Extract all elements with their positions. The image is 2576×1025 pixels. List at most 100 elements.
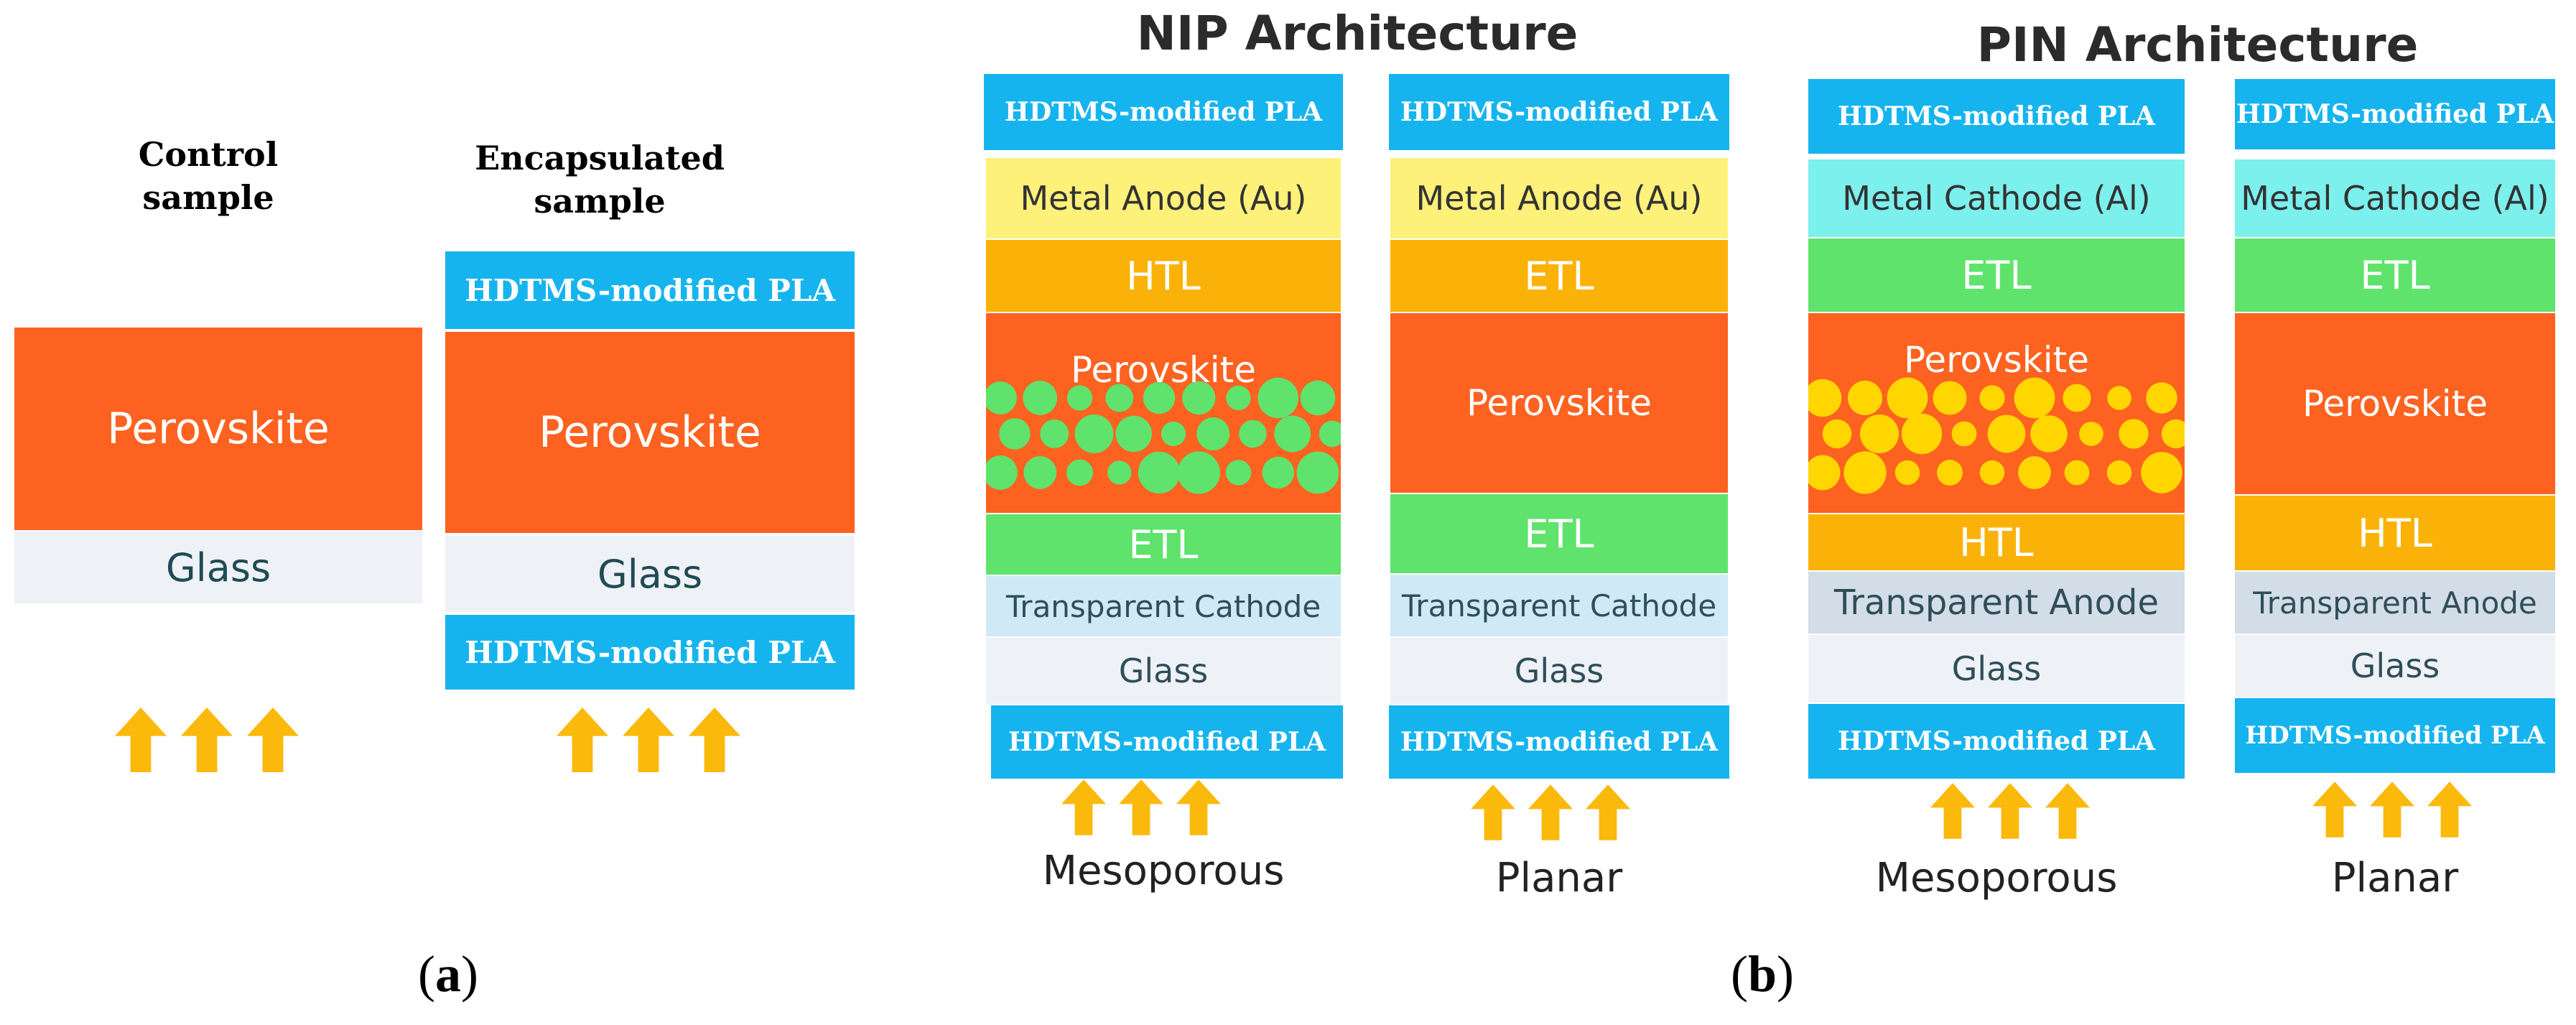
particle <box>1822 419 1852 449</box>
up-arrow-icon <box>2312 781 2357 838</box>
nip-planar-perovskite: Perovskite <box>1390 313 1728 493</box>
encapsulated-sample-label: Encapsulated sample <box>475 139 725 221</box>
particle <box>1951 421 1977 447</box>
encapsulated-light-arrows <box>557 708 740 772</box>
nip-meso-bottom-pla: HDTMS-modified PLA <box>991 705 1343 779</box>
particle <box>1161 421 1186 447</box>
particle <box>2079 422 2103 446</box>
pin-meso-transparent-anode-text: Transparent Anode <box>1833 583 2159 623</box>
particle <box>2014 377 2055 419</box>
particle <box>1300 380 1336 416</box>
nip-meso-perovskite-text: Perovskite <box>1070 349 1257 391</box>
particle <box>1262 456 1294 489</box>
pin-planar-bottom-pla-text: HDTMS-modified PLA <box>2245 721 2545 750</box>
up-arrow-icon <box>115 708 167 772</box>
pin-planar-top-pla: HDTMS-modified PLA <box>2235 79 2555 149</box>
pin-planar-perovskite-text: Perovskite <box>2302 383 2488 425</box>
particle <box>2018 456 2051 489</box>
nip-meso-perovskite: Perovskite <box>986 313 1341 513</box>
pin-meso-label: Mesoporous <box>1875 855 2118 901</box>
panel-b-caption-letter: b <box>1747 945 1777 1003</box>
pin-planar-etl-text: ETL <box>2360 252 2430 298</box>
control-perovskite-text: Perovskite <box>107 404 330 454</box>
pin-planar-light-arrows <box>2312 781 2472 838</box>
particle <box>1066 459 1093 486</box>
nip-meso-metal-anode-text: Metal Anode (Au) <box>1020 179 1307 218</box>
enc-top-pla-layer: HDTMS-modified PLA <box>445 251 855 329</box>
particle <box>1023 381 1058 415</box>
pin-meso-etl-text: ETL <box>1961 252 2032 298</box>
pin-meso-perovskite-text: Perovskite <box>1903 339 2090 381</box>
pin-meso-particles <box>1808 377 2185 494</box>
particle <box>1115 415 1152 453</box>
panel-a-caption-open: ( <box>418 945 435 1003</box>
pin-meso-glass-text: Glass <box>1951 649 2042 688</box>
particle <box>1979 460 2005 486</box>
nip-planar-perovskite-text: Perovskite <box>1466 382 1652 424</box>
up-arrow-icon <box>1061 779 1106 835</box>
pin-meso-htl-text: HTL <box>1959 519 2034 565</box>
pin-planar-metal-cathode: Metal Cathode (Al) <box>2235 159 2555 237</box>
pin-meso-top-pla: HDTMS-modified PLA <box>1808 79 2185 154</box>
nip-meso-htl: HTL <box>986 240 1341 312</box>
panel-b-caption-close: ) <box>1777 945 1795 1003</box>
pin-meso-bottom-pla-text: HDTMS-modified PLA <box>1837 726 2156 756</box>
up-arrow-icon <box>1930 783 1975 839</box>
nip-planar-metal-anode-text: Metal Anode (Au) <box>1415 179 1703 218</box>
pin-meso-htl: HTL <box>1808 514 2185 570</box>
control-light-arrows <box>115 708 299 772</box>
nip-meso-htl-text: HTL <box>1126 253 1201 299</box>
nip-planar-glass: Glass <box>1390 638 1728 704</box>
nip-planar-bottom-pla-text: HDTMS-modified PLA <box>1400 727 1719 757</box>
pin-planar-htl-text: HTL <box>2358 510 2432 556</box>
pin-meso-metal-cathode: Metal Cathode (Al) <box>1808 159 2185 237</box>
nip-meso-bottom-pla-text: HDTMS-modified PLA <box>1008 727 1326 757</box>
enc-bottom-pla-layer: HDTMS-modified PLA <box>445 615 855 690</box>
up-arrow-icon <box>1988 783 2032 839</box>
particle <box>2064 460 2090 486</box>
particle <box>1023 456 1057 489</box>
up-arrow-icon <box>181 708 233 772</box>
pin-planar-glass: Glass <box>2235 635 2555 697</box>
nip-meso-top-pla-text: HDTMS-modified PLA <box>1004 97 1323 127</box>
up-arrow-icon <box>2427 781 2472 838</box>
nip-meso-light-arrows <box>1061 779 1221 835</box>
pin-planar-perovskite: Perovskite <box>2235 313 2555 494</box>
nip-planar-top-pla-text: HDTMS-modified PLA <box>1400 97 1719 127</box>
control-sample-label: Control sample <box>138 135 279 217</box>
up-arrow-icon <box>1528 784 1573 840</box>
up-arrow-icon <box>1176 779 1221 835</box>
nip-planar-etl-bottom: ETL <box>1390 494 1728 573</box>
control-glass-layer: Glass <box>14 532 422 603</box>
up-arrow-icon <box>2045 783 2090 839</box>
nip-planar-etl-bottom-text: ETL <box>1524 511 1594 557</box>
panel-a-caption-close: ) <box>460 945 478 1003</box>
nip-planar-metal-anode: Metal Anode (Au) <box>1390 158 1728 238</box>
pin-architecture-title: PIN Architecture <box>1976 17 2419 73</box>
nip-meso-transparent-cathode-text: Transparent Cathode <box>1005 588 1321 624</box>
particle <box>986 381 1017 414</box>
particle <box>986 455 1018 490</box>
particle <box>1196 417 1230 450</box>
particle <box>1843 451 1887 494</box>
particle <box>1987 414 2026 453</box>
pin-planar-htl: HTL <box>2235 496 2555 570</box>
control-glass-text: Glass <box>165 544 271 590</box>
particle <box>1933 381 1967 415</box>
particle <box>2141 452 2182 493</box>
pin-meso-top-pla-text: HDTMS-modified PLA <box>1837 101 2156 131</box>
particle <box>1296 451 1339 494</box>
up-arrow-icon <box>689 708 740 772</box>
particle <box>1105 384 1134 412</box>
nip-planar-etl-top-text: ETL <box>1524 253 1594 299</box>
pin-planar-label: Planar <box>2331 855 2459 901</box>
nip-meso-metal-anode: Metal Anode (Au) <box>986 158 1341 238</box>
particle <box>1901 413 1943 455</box>
up-arrow-icon <box>2370 781 2414 838</box>
nip-meso-etl: ETL <box>986 514 1341 575</box>
enc-glass-text: Glass <box>597 551 703 597</box>
particle <box>1847 380 1883 416</box>
particle <box>2119 419 2149 449</box>
particle <box>1040 419 1069 448</box>
nip-meso-transparent-cathode: Transparent Cathode <box>986 576 1341 636</box>
